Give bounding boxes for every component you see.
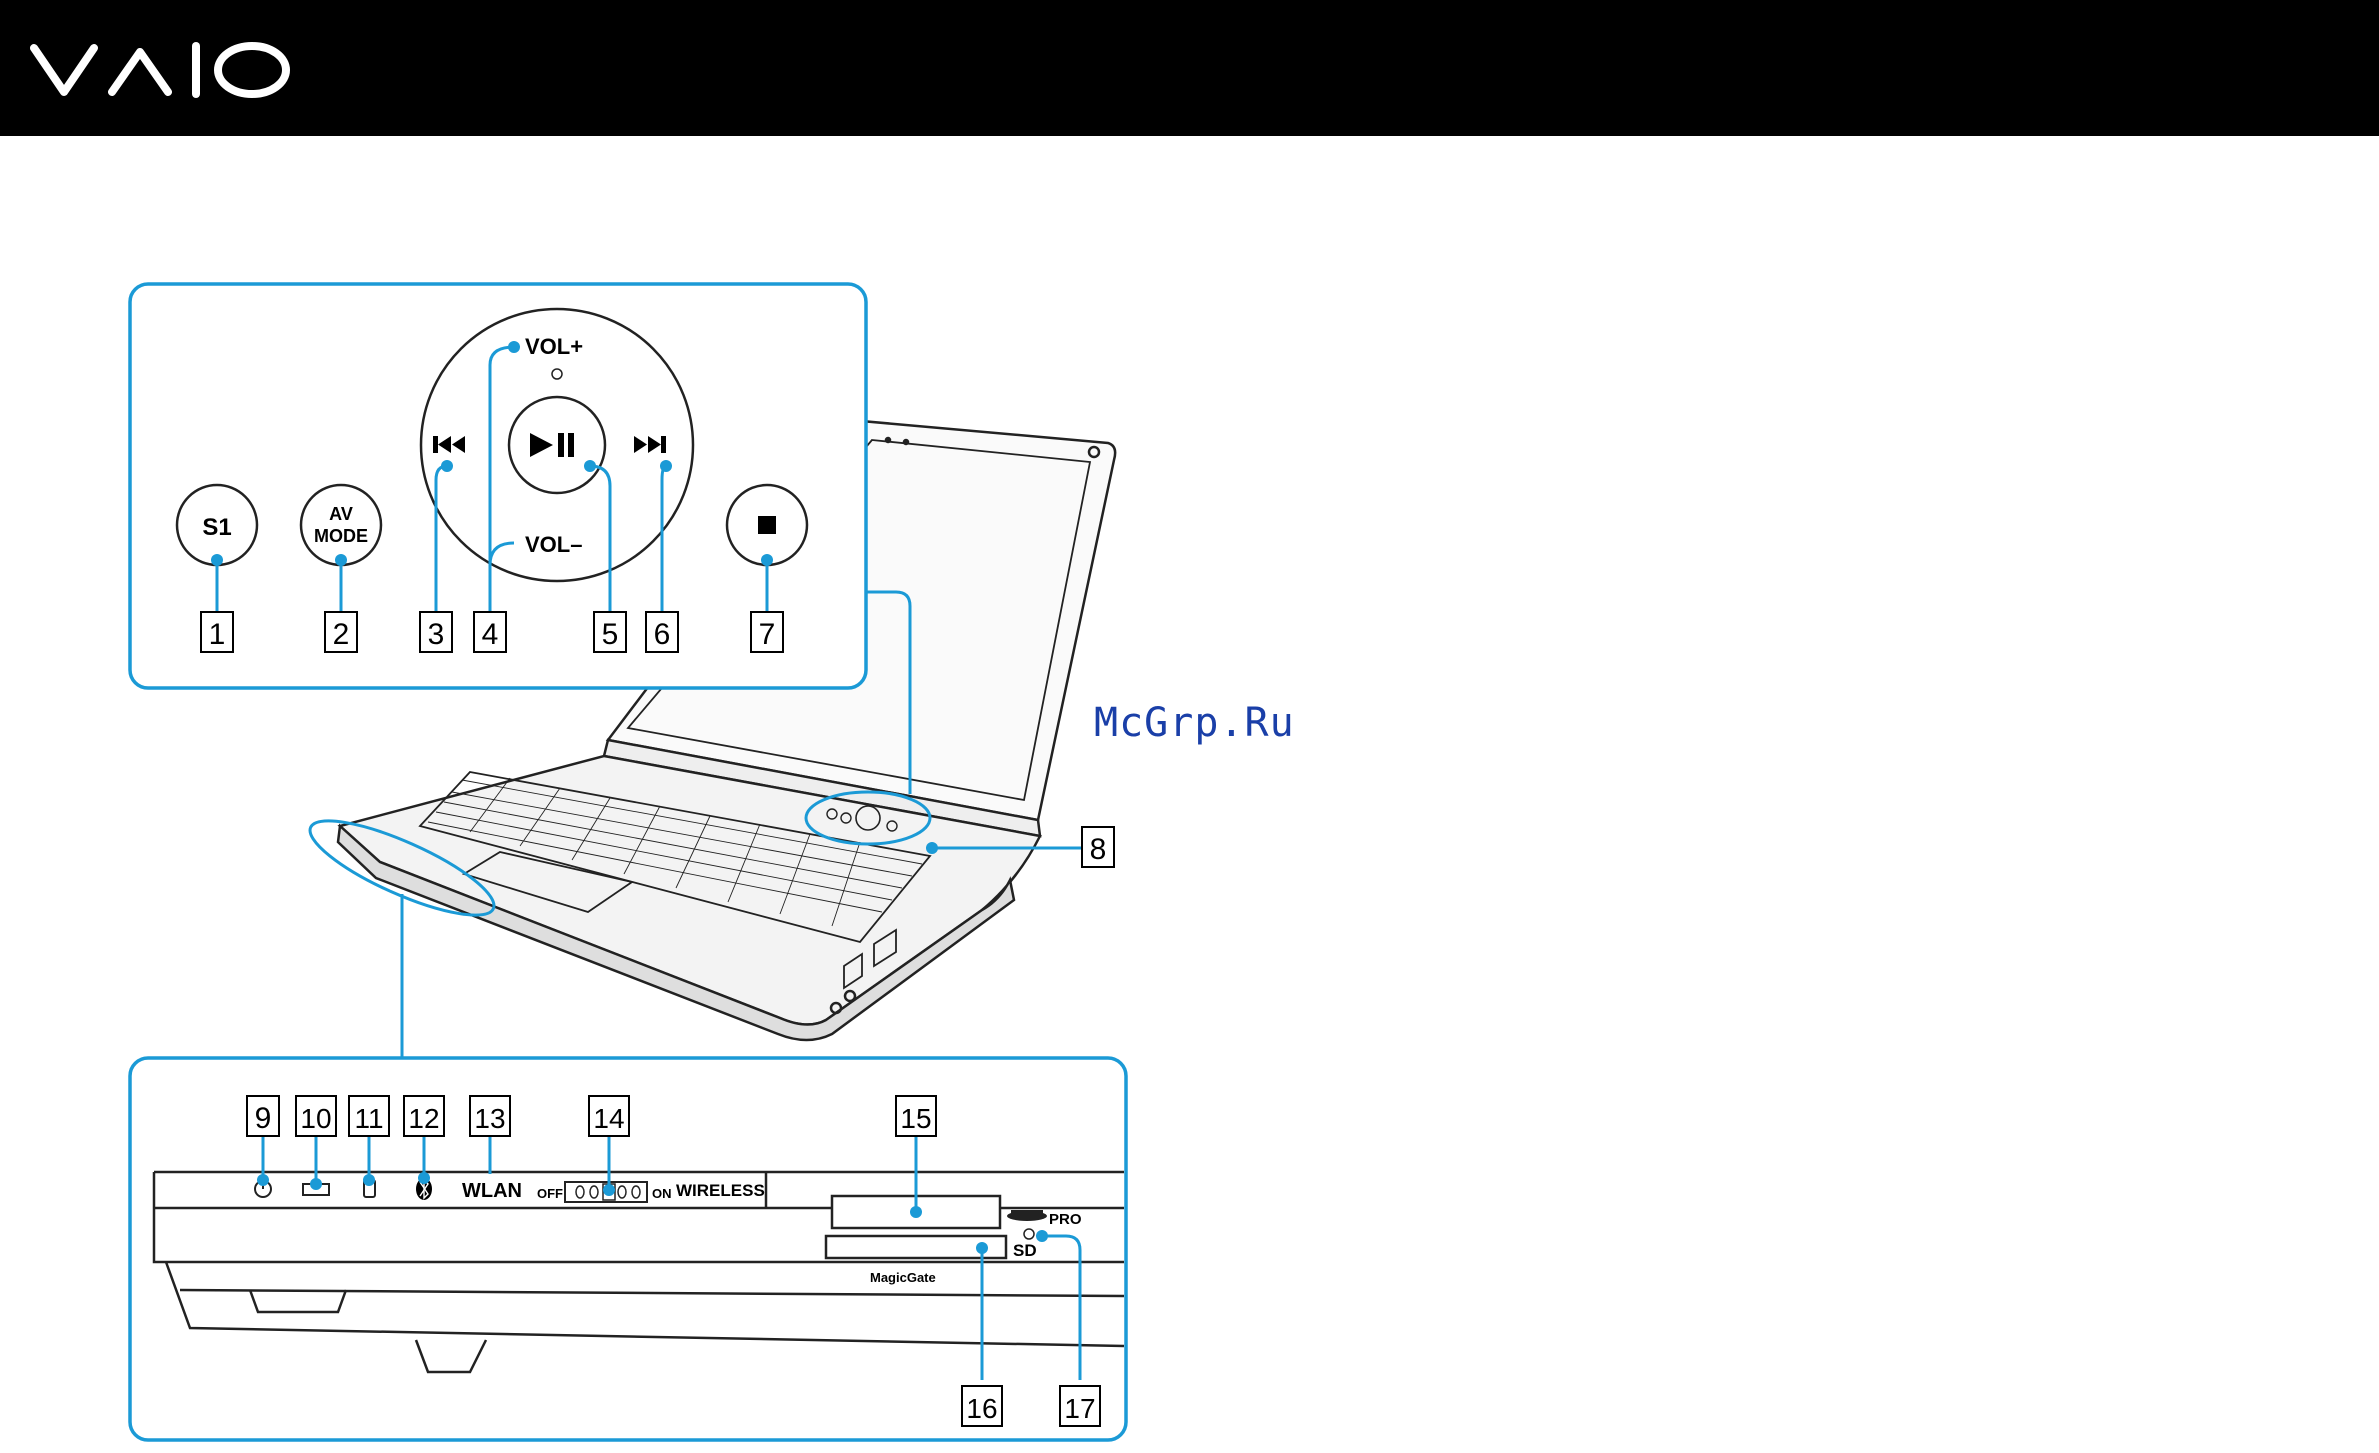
vol-down-label: VOL–: [525, 532, 582, 557]
callout-13: 13: [470, 1096, 510, 1136]
callout-11: 11: [349, 1096, 389, 1136]
bluetooth-icon: [416, 1178, 432, 1200]
vol-up-label: VOL+: [525, 334, 583, 359]
callout-5: 5: [594, 612, 626, 652]
wireless-label: WIRELESS: [676, 1181, 765, 1200]
stop-icon: [758, 516, 776, 534]
wireless-switch[interactable]: [565, 1182, 647, 1202]
callout-4: 4: [474, 612, 506, 652]
svg-text:12: 12: [408, 1103, 439, 1134]
svg-text:17: 17: [1064, 1393, 1095, 1424]
svg-text:10: 10: [300, 1103, 331, 1134]
callout-3: 3: [420, 612, 452, 652]
callout-9: 9: [247, 1096, 279, 1136]
svg-text:16: 16: [966, 1393, 997, 1424]
callout-15: 15: [896, 1096, 936, 1136]
svg-text:14: 14: [593, 1103, 624, 1134]
callout-7: 7: [751, 612, 783, 652]
callout-2: 2: [325, 612, 357, 652]
callout-8: 8: [1082, 827, 1114, 867]
callout-12: 12: [404, 1096, 444, 1136]
svg-text:1: 1: [209, 618, 226, 651]
callout-6: 6: [646, 612, 678, 652]
callout-16: 16: [962, 1386, 1002, 1426]
switch-on-label: ON: [652, 1186, 672, 1201]
svg-text:5: 5: [602, 618, 619, 651]
svg-text:8: 8: [1090, 833, 1107, 866]
magicgate-label: MagicGate: [870, 1270, 936, 1285]
av-mode-label-line1: AV: [329, 504, 353, 524]
svg-text:13: 13: [474, 1103, 505, 1134]
svg-text:2: 2: [333, 618, 350, 651]
sd-label: SD: [1013, 1241, 1037, 1260]
av-mode-button[interactable]: [301, 485, 381, 565]
svg-text:4: 4: [482, 618, 499, 651]
callout-17: 17: [1060, 1386, 1100, 1426]
memory-stick-icon: [1007, 1210, 1047, 1221]
svg-text:15: 15: [900, 1103, 931, 1134]
callout-14: 14: [589, 1096, 629, 1136]
av-mode-label-line2: MODE: [314, 526, 368, 546]
svg-text:3: 3: [428, 618, 445, 651]
wlan-label: WLAN: [462, 1180, 522, 1202]
callout-1: 1: [201, 612, 233, 652]
pro-label: PRO: [1049, 1211, 1082, 1228]
svg-text:7: 7: [759, 618, 776, 651]
switch-off-label: OFF: [537, 1186, 563, 1201]
svg-text:9: 9: [255, 1102, 272, 1135]
svg-text:11: 11: [354, 1103, 383, 1134]
svg-text:6: 6: [654, 618, 671, 651]
play-pause-button[interactable]: [509, 397, 605, 493]
callout-10: 10: [296, 1096, 336, 1136]
s1-button-label: S1: [202, 514, 231, 541]
watermark-text: McGrp.Ru: [1094, 700, 1295, 746]
